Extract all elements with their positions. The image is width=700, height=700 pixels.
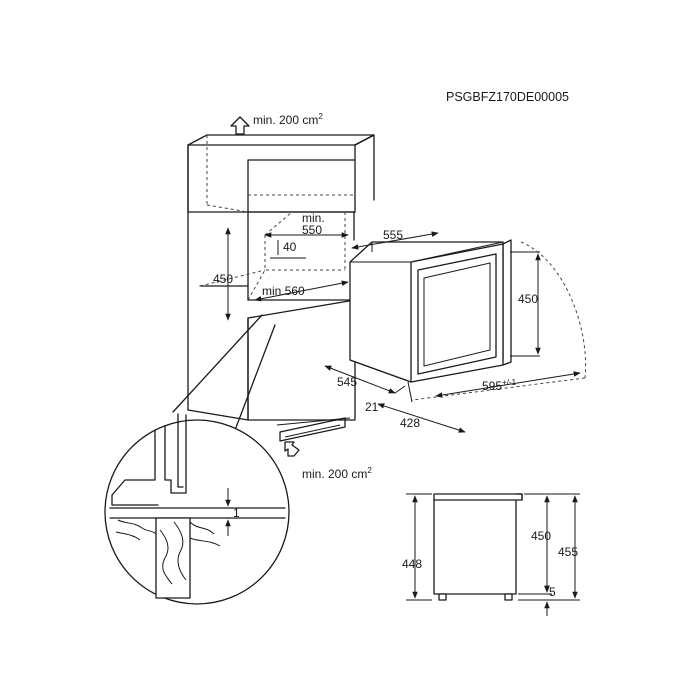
cabinet-gap-label: 40 bbox=[283, 240, 297, 254]
ventilation-top-icon bbox=[230, 116, 250, 135]
side-body-height-label: 450 bbox=[531, 529, 551, 543]
cabinet-width-label: 550 bbox=[302, 223, 322, 237]
appliance bbox=[349, 239, 512, 383]
ventilation-top-label: min. 200 cm2 bbox=[253, 112, 323, 127]
appliance-front-offset-label: 21 bbox=[365, 400, 379, 414]
cabinet-height-label: 450 bbox=[213, 272, 233, 286]
appliance-width-label: 555 bbox=[383, 228, 403, 242]
side-foot-height-label: 5 bbox=[549, 585, 556, 599]
detail-view bbox=[104, 413, 290, 605]
side-total-height-label: 455 bbox=[558, 545, 578, 559]
ventilation-bottom-icon bbox=[284, 441, 300, 457]
side-overall-height-label: 448 bbox=[402, 557, 422, 571]
detail-clearance-label: 1 bbox=[233, 506, 240, 520]
appliance-height-label: 450 bbox=[518, 292, 538, 306]
appliance-depth-label: 545 bbox=[337, 375, 357, 389]
cabinet-depth-label: min.560 bbox=[262, 284, 305, 298]
ventilation-bottom-label: min. 200 cm2 bbox=[302, 466, 372, 481]
document-code: PSGBFZ170DE00005 bbox=[446, 90, 569, 104]
side-view bbox=[433, 493, 523, 601]
cabinet-min-label: min. bbox=[302, 211, 325, 225]
appliance-door-width-label: 595+/-1 bbox=[482, 378, 517, 393]
appliance-front-depth-label: 428 bbox=[400, 416, 420, 430]
